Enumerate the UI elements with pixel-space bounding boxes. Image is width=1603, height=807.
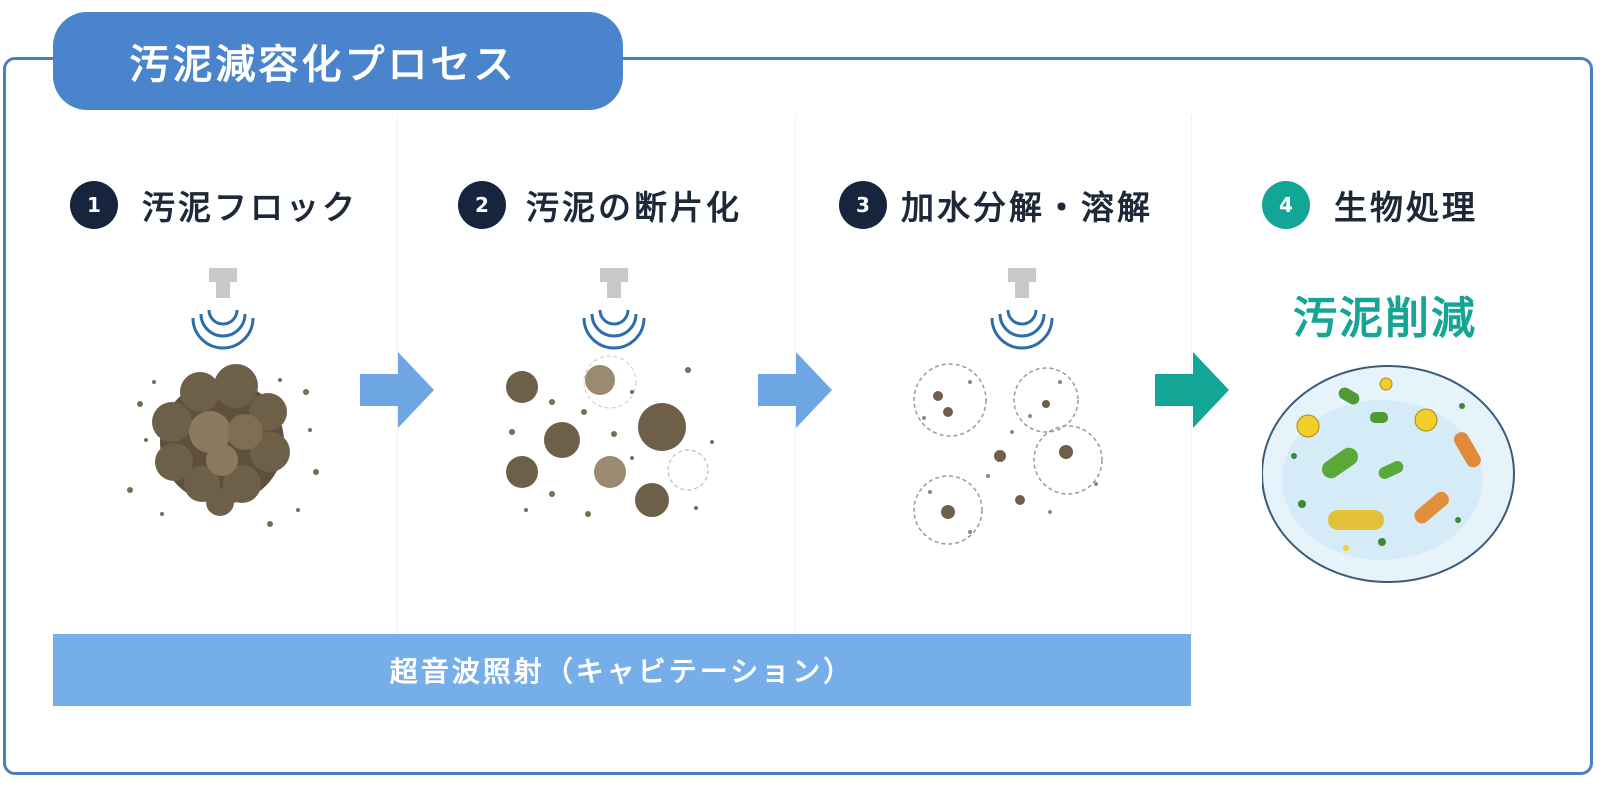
arrow-right-icon [758, 352, 832, 428]
step-4-number: 4 [1262, 181, 1310, 229]
process-frame [3, 57, 1593, 775]
step-2-label: 汚泥の断片化 [526, 188, 742, 227]
step-2-header: 2 汚泥の断片化 [458, 180, 742, 230]
microbe-dish-illustration [1262, 365, 1515, 583]
ultrasonic-transducer-icon [582, 268, 646, 350]
sludge-floc-illustration [127, 268, 319, 527]
step-1-label: 汚泥フロック [142, 188, 358, 227]
step-3-number: 3 [839, 181, 887, 229]
ultrasonic-irradiation-bar: 超音波照射（キャビテーション） [53, 634, 1191, 706]
result-label: 汚泥削減 [1293, 293, 1477, 344]
step-4-label: 生物処理 [1334, 188, 1478, 227]
step-1-header: 1 汚泥フロック [70, 180, 358, 230]
ultrasonic-transducer-icon [191, 268, 255, 350]
arrow-right-icon [1155, 352, 1229, 428]
step-3-label: 加水分解・溶解 [901, 188, 1153, 227]
step-3-header: 3 加水分解・溶解 [839, 180, 1153, 230]
step-4-header: 4 生物処理 [1262, 180, 1478, 230]
step-2-number: 2 [458, 181, 506, 229]
arrow-right-icon [360, 352, 434, 428]
fragmented-sludge-illustration [506, 268, 714, 517]
step-1-number: 1 [70, 181, 118, 229]
dissolved-particles-illustration [913, 268, 1103, 545]
ultrasonic-transducer-icon [990, 268, 1054, 350]
diagram-title: 汚泥減容化プロセス [53, 12, 623, 110]
